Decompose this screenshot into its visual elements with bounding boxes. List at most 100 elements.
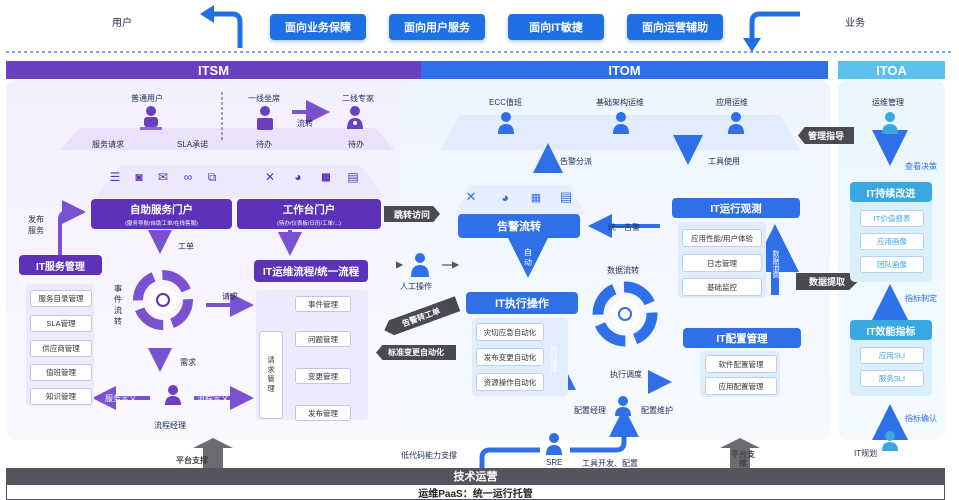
it-observe-button[interactable]: IT运行观测 xyxy=(672,198,800,218)
exec-item-release[interactable]: 发布变更自动化 xyxy=(476,348,544,366)
it-exec-button[interactable]: IT执行操作 xyxy=(466,292,578,314)
sre-person-icon xyxy=(544,432,564,456)
process-item-event[interactable]: 事件管理 xyxy=(295,296,351,312)
observe-item-apm[interactable]: 应用性能/用户体验 xyxy=(682,229,762,247)
self-service-portal-subtitle: (服务导航/自助工单/在线客服) xyxy=(125,220,198,227)
tools-icon: ✕ xyxy=(264,170,276,184)
platform-support-left-label: 平台支撑 xyxy=(176,456,208,465)
indicator-confirm-label: 指标确认 xyxy=(905,414,937,423)
indicator-make-label: 指标制定 xyxy=(905,294,937,303)
improve-item-app-profile[interactable]: 应用画像 xyxy=(860,233,924,250)
mgmt-guide-tag[interactable]: 管理指导 xyxy=(798,127,854,144)
expert-person-icon xyxy=(344,105,366,131)
process-item-change[interactable]: 变更管理 xyxy=(295,368,351,384)
service-item-knowledge[interactable]: 知识管理 xyxy=(30,388,92,405)
alert-dispatch-label: 告警分派 xyxy=(560,157,592,166)
top-button-user-service[interactable]: 面向用户服务 xyxy=(389,14,485,40)
std-change-auto-tag[interactable]: 标准变更自动化 xyxy=(376,345,456,360)
it-planning-label: IT规划 xyxy=(854,449,878,458)
process-manager-icon xyxy=(163,384,183,406)
alert-flow-button[interactable]: 告警流转 xyxy=(458,214,580,238)
it-planning-person-icon xyxy=(880,430,900,452)
exec-orchestrate-label: 执行编排 xyxy=(550,345,557,373)
self-service-portal-title: 自助服务门户 xyxy=(130,203,193,216)
unified-alert-label: 统一告警 xyxy=(608,223,640,232)
config-person-icon xyxy=(613,395,633,417)
observe-item-monitor[interactable]: 基础监控 xyxy=(682,278,762,296)
workbench-portal-subtitle: (待办/仪表板/日历/工单/...) xyxy=(277,220,341,227)
manual-op-label: 人工操作 xyxy=(400,282,432,291)
service-item-duty[interactable]: 值班管理 xyxy=(30,364,92,381)
config-manager-label: 配置经理 xyxy=(574,406,606,415)
data-flow-label: 数据流转 xyxy=(607,266,639,275)
jump-access-tag[interactable]: 跳转访问 xyxy=(384,206,440,222)
app-person-icon xyxy=(726,111,746,135)
puzzle-icon: ⧉ xyxy=(207,169,217,184)
improve-item-team-profile[interactable]: 团队画像 xyxy=(860,256,924,273)
config-item-software[interactable]: 软件配置管理 xyxy=(705,355,777,373)
calendar-icon: ▦ xyxy=(321,171,331,183)
flow-label: 流转 xyxy=(297,119,313,128)
request-mgmt-item[interactable]: 请求管理 xyxy=(259,331,283,419)
publish-service-label: 发布服务 xyxy=(28,215,44,235)
process-item-release[interactable]: 发布管理 xyxy=(295,405,351,421)
workbench-portal-title: 工作台门户 xyxy=(282,203,336,216)
top-arrows xyxy=(6,5,953,53)
paas-bar: 运维PaaS：统一运行托管 xyxy=(6,484,945,500)
sla-promise-label: SLA承诺 xyxy=(177,140,209,149)
tech-ops-bar: 技术运营 xyxy=(6,468,945,484)
tool-use-label: 工具使用 xyxy=(708,157,740,166)
business-label: 业务 xyxy=(845,18,865,29)
top-button-ops-assist[interactable]: 面向运营辅助 xyxy=(627,14,723,40)
itom-tools-icon: ✕ xyxy=(465,189,477,204)
itom-pie-icon: ◕ xyxy=(501,189,509,205)
process-item-problem[interactable]: 问题管理 xyxy=(295,331,351,347)
efficiency-item-service-sli[interactable]: 服务SLI xyxy=(860,370,924,387)
exec-item-disaster[interactable]: 灾切应急自动化 xyxy=(476,323,544,341)
itsm-header: ITSM xyxy=(6,61,421,79)
it-config-button[interactable]: IT配置管理 xyxy=(683,328,801,348)
link-icon: ∞ xyxy=(183,170,193,184)
app-ops-label: 应用运维 xyxy=(716,98,748,107)
data-consume-label: 数据消费 xyxy=(772,250,779,278)
it-service-mgmt-button[interactable]: IT服务管理 xyxy=(19,255,102,275)
continuous-improve-button[interactable]: IT持续改进 xyxy=(850,182,932,202)
work-order-label: 工单 xyxy=(178,242,194,251)
top-button-it-agile[interactable]: 面向IT敏捷 xyxy=(508,14,604,40)
todo-label-2: 待办 xyxy=(348,140,364,149)
ops-mgmt-label: 运维管理 xyxy=(872,98,904,107)
request-label: 请求 xyxy=(222,292,238,301)
manual-op-person-icon xyxy=(408,252,432,278)
demand-label: 需求 xyxy=(180,358,196,367)
efficiency-item-app-sli[interactable]: 应用SLI xyxy=(860,347,924,364)
data-extract-tag[interactable]: 数据提取 xyxy=(796,273,858,290)
ecc-person-icon xyxy=(496,111,516,135)
improve-item-value-report[interactable]: IT价值报表 xyxy=(860,210,924,227)
itom-calendar-icon: ▦ xyxy=(530,191,542,204)
efficiency-button[interactable]: IT效能指标 xyxy=(850,320,932,340)
top-button-business[interactable]: 面向业务保障 xyxy=(270,14,366,40)
exec-item-resource[interactable]: 资源操作自动化 xyxy=(476,373,544,391)
low-code-label: 低代码能力支撑 xyxy=(401,451,457,460)
second-line-label: 二线专家 xyxy=(342,94,374,103)
service-item-catalog[interactable]: 服务目录管理 xyxy=(30,290,92,307)
it-process-button[interactable]: IT运维流程/统一流程 xyxy=(254,260,368,282)
process-manager-label: 流程经理 xyxy=(154,421,186,430)
event-flow-label: 事件流转 xyxy=(114,284,122,326)
itom-document-icon: ▤ xyxy=(559,189,573,204)
document-icon: ▤ xyxy=(347,170,359,184)
workbench-portal[interactable]: 工作台门户 (待办/仪表板/日历/工单/...) xyxy=(237,199,381,229)
exec-schedule-label: 执行调度 xyxy=(610,370,642,379)
service-request-label: 服务请求 xyxy=(92,140,124,149)
service-item-sla[interactable]: SLA管理 xyxy=(30,315,92,332)
todo-label-1: 待办 xyxy=(256,140,272,149)
infra-person-icon xyxy=(611,111,631,135)
config-item-app[interactable]: 应用配置管理 xyxy=(705,377,777,395)
self-service-portal[interactable]: 自助服务门户 (服务导航/自助工单/在线客服) xyxy=(91,199,232,229)
event-cycle-ring-icon xyxy=(131,268,195,332)
user-person-icon xyxy=(140,105,162,131)
observe-item-log[interactable]: 日志管理 xyxy=(682,254,762,272)
service-item-supplier[interactable]: 供应商管理 xyxy=(30,340,92,357)
data-cycle-ring-icon xyxy=(590,279,660,349)
tool-dev-label: 工具开发、配置 xyxy=(582,459,638,468)
